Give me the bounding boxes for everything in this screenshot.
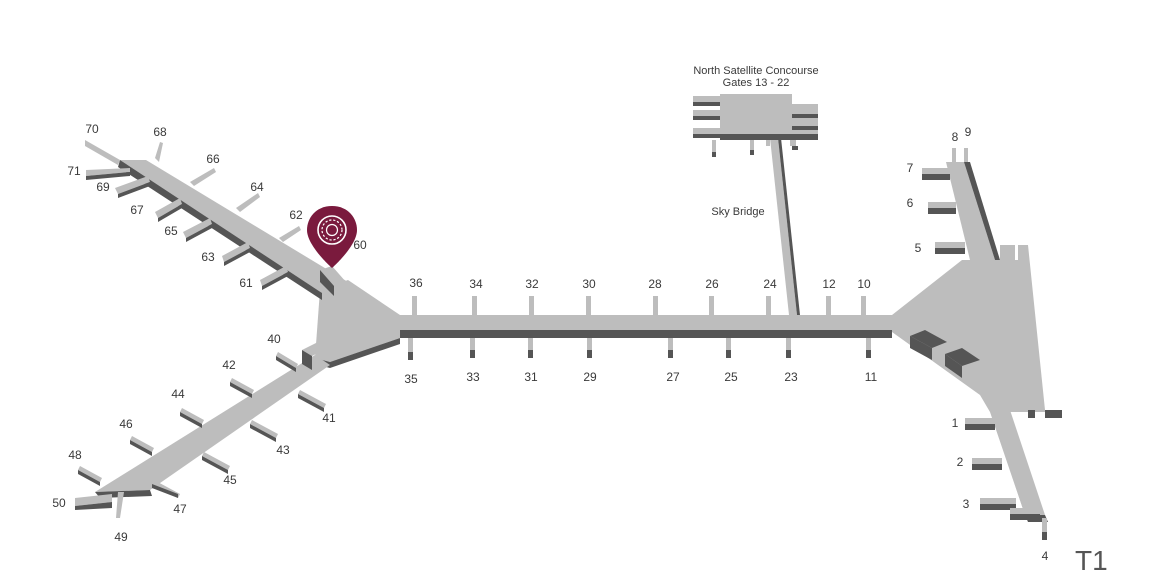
gate-label: 33 — [466, 370, 480, 384]
gate-label: 34 — [469, 277, 483, 291]
gate-label: 61 — [239, 276, 253, 290]
gate-label: 69 — [96, 180, 110, 194]
gate-label: 68 — [153, 125, 167, 139]
gate-label: 46 — [119, 417, 133, 431]
gate-label: 4 — [1042, 549, 1049, 563]
gate-label: 23 — [784, 370, 798, 384]
gate-label: 7 — [907, 161, 914, 175]
gate-label: 8 — [952, 130, 959, 144]
gate-label: 10 — [857, 277, 871, 291]
gate-label: 71 — [67, 164, 81, 178]
gate-label: 2 — [957, 455, 964, 469]
gate-label: 1 — [952, 416, 959, 430]
gate-label: 49 — [114, 530, 128, 544]
gate-label: 11 — [865, 370, 878, 384]
gate-label: 12 — [822, 277, 836, 291]
north-satellite-building — [693, 94, 818, 157]
gate-label: 31 — [524, 370, 538, 384]
gate-label: 35 — [404, 372, 418, 386]
concourse-gates: Gates 13 - 22 — [723, 77, 790, 89]
gate-label: 25 — [724, 370, 738, 384]
gate-label: 64 — [250, 180, 264, 194]
gate-label: 48 — [68, 448, 82, 462]
gate-label: 5 — [915, 241, 922, 255]
gate-label: 26 — [705, 277, 719, 291]
gate-label: 66 — [206, 152, 220, 166]
gate-label: 6 — [907, 196, 914, 210]
gate-label: 62 — [289, 208, 303, 222]
gate-label: 28 — [648, 277, 662, 291]
gate-label: 9 — [965, 125, 972, 139]
location-pin-icon[interactable] — [307, 206, 357, 268]
gate-label: 50 — [52, 496, 66, 510]
gate-label: 63 — [201, 250, 215, 264]
gate-label: 45 — [223, 473, 237, 487]
gate-label: 43 — [276, 443, 290, 457]
gate-label: 30 — [582, 277, 596, 291]
sky-bridge — [770, 138, 800, 315]
main-concourse — [395, 315, 892, 338]
east-terminal — [892, 148, 1062, 540]
gate-label: 42 — [222, 358, 236, 372]
gate-label: 40 — [267, 332, 281, 346]
gate-label: 3 — [963, 497, 970, 511]
sky-bridge-label: Sky Bridge — [711, 206, 764, 218]
gate-label: 41 — [322, 411, 336, 425]
gate-label: 27 — [666, 370, 680, 384]
gate-label: 47 — [173, 502, 187, 516]
gate-label: 44 — [171, 387, 185, 401]
main-gate-stubs — [408, 296, 871, 360]
gate-label: 67 — [130, 203, 144, 217]
gate-label: 24 — [763, 277, 777, 291]
gate-label: 32 — [525, 277, 539, 291]
gate-label: 36 — [409, 276, 423, 290]
gate-label: 60 — [353, 238, 367, 252]
terminal-label: T1 — [1075, 545, 1108, 576]
central-hub — [315, 280, 400, 368]
concourse-title: North Satellite Concourse — [693, 65, 818, 77]
gate-labels: 1 2 3 4 5 6 7 8 9 10 11 12 23 24 25 26 2… — [52, 122, 1048, 563]
southwest-pier — [75, 342, 330, 518]
gate-label: 29 — [583, 370, 597, 384]
gate-label: 65 — [164, 224, 178, 238]
northwest-pier — [85, 140, 348, 300]
gate-label: 70 — [85, 122, 99, 136]
